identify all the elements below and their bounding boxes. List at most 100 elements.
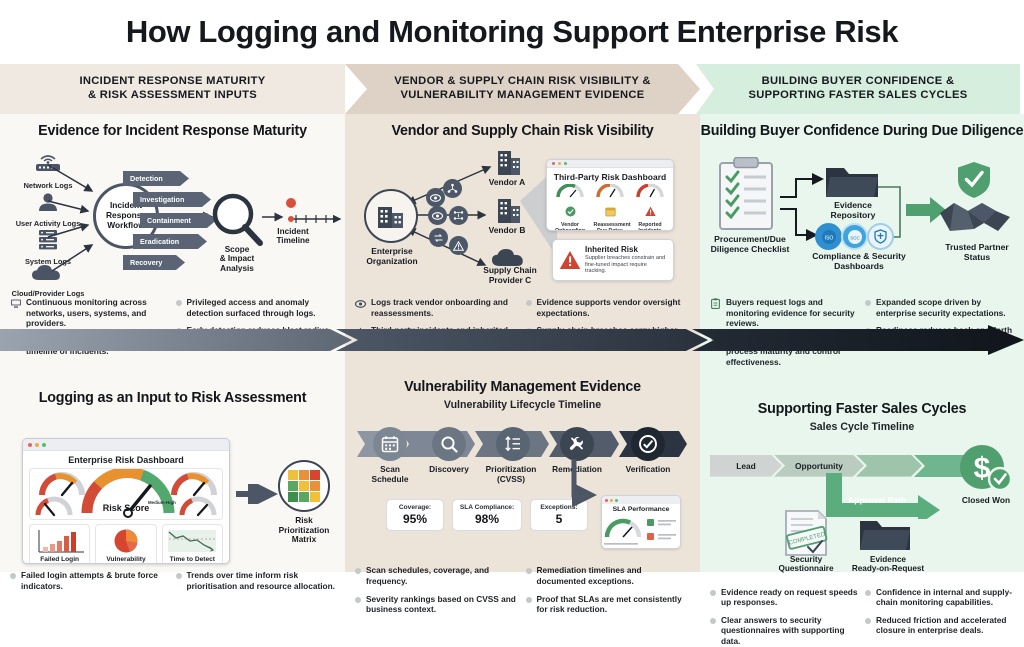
- questionnaire-l2: Questionnaire: [778, 564, 834, 574]
- source-label-3: Cloud/Provider Logs: [11, 289, 85, 298]
- cloud-icon: [32, 265, 60, 280]
- checklist-l2: Diligence Checklist: [710, 243, 790, 254]
- trusted-partner-label: Trusted Partner Status: [932, 242, 1022, 263]
- mini-l1: Failed Login: [40, 556, 80, 564]
- bullet-text: Proof that SLAs are met consistently for…: [536, 593, 682, 615]
- source-user-activity-logs: User Activity Logs: [2, 191, 94, 228]
- closed-won-icon: $: [960, 444, 1013, 491]
- dash-l1: Compliance & Security: [812, 251, 906, 261]
- phase-detection: Detection: [123, 171, 189, 186]
- kpi-l2: Due Dates: [597, 227, 623, 231]
- col3-bottom-heading: Supporting Faster Sales Cycles: [757, 400, 967, 417]
- bullet-text: Logs track vendor onboarding and reasses…: [371, 297, 508, 318]
- scope-impact-label: Scope & Impact Analysis: [199, 245, 275, 273]
- bullet-item: Severity rankings based on CVSS and busi…: [355, 594, 520, 615]
- kpi-label: Reassessment Due Dates: [593, 222, 631, 231]
- tpd-title: Third-Party Risk Dashboard: [553, 172, 667, 182]
- banner-segment-3: BUILDING BUYER CONFIDENCE & SUPPORTING F…: [696, 64, 1020, 114]
- source-cloud-provider-logs: Cloud/Provider Logs: [2, 263, 94, 298]
- user-icon: [39, 193, 57, 211]
- metric-value: 5: [555, 512, 563, 527]
- green-forward-arrow: [906, 197, 946, 223]
- kpi-l2: Onboarding: [554, 227, 585, 231]
- check-circle-icon: [565, 206, 575, 217]
- warning-triangle-icon: [644, 206, 656, 216]
- inherited-risk-callout: Inherited Risk Supplier breaches constra…: [552, 239, 674, 281]
- provider-l1: Supply Chain: [483, 265, 537, 275]
- col1-flow-arrows: [47, 164, 342, 272]
- bullet-item: Trends over time inform risk prioritisat…: [175, 570, 336, 591]
- metric-label: Coverage:: [398, 504, 432, 512]
- stage-l1: Remediation: [552, 464, 602, 475]
- col2-bottom-heading: Vulnerability Management Evidence: [404, 379, 641, 396]
- stage-prioritization: [496, 427, 530, 462]
- col1-top-heading: Evidence for Incident Response Maturity: [38, 123, 307, 139]
- banner-2-line2: VULNERABILITY MANAGEMENT EVIDENCE: [400, 89, 645, 101]
- bullet-item: Failed login attempts & brute force indi…: [10, 570, 170, 591]
- risk-prioritization-matrix-icon: [278, 460, 330, 513]
- matrix-l3: Matrix: [291, 534, 317, 545]
- check-circle-icon: [639, 435, 657, 454]
- bullet-text: Evidence supports vendor oversight expec…: [536, 297, 681, 318]
- evidence-l2: Ready-on-Request: [851, 564, 925, 574]
- gauge-cluster: [35, 466, 217, 519]
- provider-l2: Provider C: [488, 274, 532, 285]
- badge-soc2-icon: SOC: [841, 223, 868, 250]
- risk-score-gauge-panel: Risk Score Medium-High: [29, 466, 223, 521]
- risk-score-value: Medium-High: [148, 500, 176, 506]
- mini-l1: Vulnerability: [106, 556, 146, 564]
- sla-gauge-and-rows: [604, 519, 676, 546]
- bullet-dot-icon: [175, 573, 182, 580]
- mini-l1: Time to Detect: [169, 556, 215, 564]
- col2-bottom-bullets-right: Remediation timelines and documented exc…: [525, 565, 691, 615]
- phase-eradication: Eradication: [133, 234, 207, 249]
- svg-text:ISO: ISO: [824, 235, 833, 241]
- trusted-l2: Status: [963, 251, 991, 262]
- mini-panel-vulnerability-severity: Vulnerability Severity: [95, 524, 157, 564]
- bullet-text: Confidence in internal and supply-chain …: [876, 586, 1012, 608]
- bullet-dot-icon: [175, 300, 182, 306]
- banner-1-line1: INCIDENT RESPONSE MATURITY: [79, 75, 266, 88]
- warning-triangle-icon: [559, 251, 581, 269]
- enterprise-l1: Enterprise: [371, 246, 413, 256]
- tpd-kpis: Vendor Onboarding Scores: [547, 183, 673, 231]
- bullet-text: Clear answers to security questionnaires…: [721, 614, 845, 647]
- stage-label-verification: Verification: [615, 465, 681, 475]
- stage-l1: Discovery: [429, 464, 469, 475]
- dashboard-title: Enterprise Risk Dashboard: [68, 455, 184, 466]
- window-close-dot: [605, 498, 608, 502]
- stage-l2: Schedule: [371, 473, 409, 484]
- questionnaire-label: Security Questionnaire: [768, 555, 844, 574]
- building-icon: [378, 207, 403, 228]
- sales-stage-opportunity: Opportunity: [774, 455, 864, 477]
- clipboard-checklist-icon: [719, 157, 773, 230]
- kpi-l1: Reported: [638, 222, 662, 228]
- bullet-dot-icon: [710, 589, 716, 596]
- col1-bottom-bullets-left: Failed login attempts & brute force indi…: [10, 570, 170, 591]
- title-bar: How Logging and Monitoring Support Enter…: [0, 0, 1024, 64]
- mini-label: Time to Detect & Respond: [169, 556, 215, 564]
- scope-l1: Scope: [224, 245, 250, 254]
- enterprise-risk-dashboard: Enterprise Risk Dashboard: [22, 438, 230, 565]
- sla-window-bar: [602, 496, 680, 505]
- evidence-ready-label: Evidence Ready-on-Request: [842, 555, 934, 574]
- bullet-dot-icon: [865, 300, 871, 306]
- col3-bottom-diagram: Lead Opportunity Approval Path $: [700, 433, 1024, 583]
- bullet-dot-icon: [355, 596, 361, 603]
- supply-chain-provider-label: Supply Chain Provider C: [473, 265, 547, 285]
- col2-top-heading: Vendor and Supply Chain Risk Visibility: [391, 123, 654, 139]
- building-icon: [498, 199, 520, 223]
- evidence-l1: Evidence: [870, 554, 906, 564]
- kpi-l1: Reassessment: [593, 222, 631, 228]
- page-title: How Logging and Monitoring Support Enter…: [125, 14, 899, 49]
- bullet-dot-icon: [10, 573, 16, 580]
- wrench-icon: [569, 437, 583, 451]
- phase-containment: Containment: [140, 213, 216, 228]
- vendor-a-label: Vendor A: [488, 177, 526, 187]
- metric-value: 98%: [474, 512, 500, 527]
- bullet-text: Scan schedules, coverage, and frequency.: [366, 565, 490, 587]
- stage-label-discovery: Discovery: [416, 465, 482, 475]
- stage-label-prioritization: Prioritization (CVSS): [472, 465, 550, 484]
- dashboard-window-bar: [23, 439, 229, 452]
- enterprise-l2: Organization: [366, 255, 418, 266]
